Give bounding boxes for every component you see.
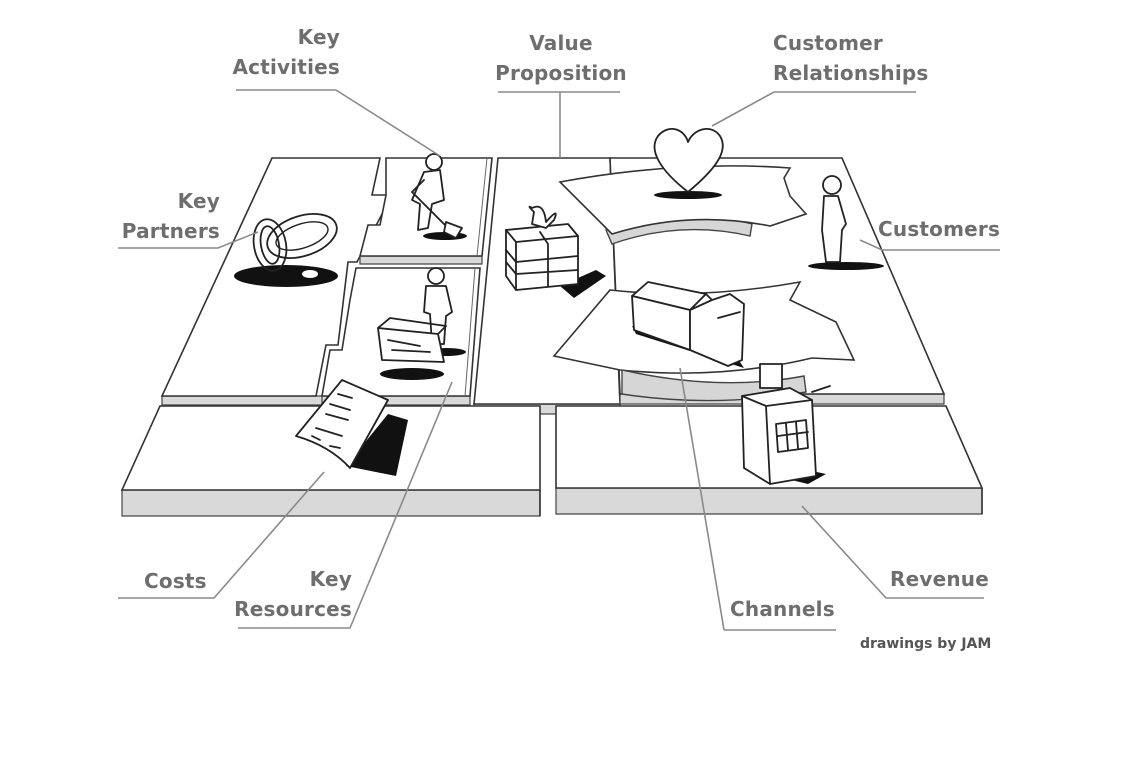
- standing-person-icon: [808, 175, 884, 270]
- gift-box-icon: [505, 205, 606, 298]
- label-revenue: Revenue: [890, 564, 989, 594]
- label-key-activities-line2: Activities: [232, 55, 340, 79]
- linked-rings-icon: [234, 213, 338, 287]
- label-customers: Customers: [878, 214, 1000, 244]
- cash-register-icon: [741, 363, 831, 485]
- label-key-resources-line2: Resources: [234, 597, 352, 621]
- label-costs-line1: Costs: [144, 569, 207, 593]
- label-customer-relationships: Customer Relationships: [773, 28, 929, 88]
- label-key-partners-line1: Key: [177, 189, 220, 213]
- leader-lines: [118, 89, 1000, 631]
- person-with-machine-icon: [377, 267, 466, 380]
- label-channels-line1: Channels: [730, 597, 835, 621]
- invoice-document-icon: [295, 379, 408, 476]
- label-channels: Channels: [730, 594, 835, 624]
- label-key-partners-line2: Partners: [121, 219, 220, 243]
- worker-digging-icon: [411, 153, 467, 240]
- label-customer-relationships-line1: Customer: [773, 31, 883, 55]
- label-costs: Costs: [144, 566, 207, 596]
- label-customers-line1: Customers: [878, 217, 1001, 241]
- delivery-truck-icon: [631, 281, 745, 368]
- label-key-activities-line1: Key: [297, 25, 340, 49]
- label-customer-relationships-line2: Relationships: [773, 61, 929, 85]
- label-value-proposition: Value Proposition: [491, 28, 631, 88]
- label-revenue-line1: Revenue: [890, 567, 990, 591]
- heart-icon: [653, 128, 724, 199]
- label-value-proposition-line1: Value: [529, 31, 593, 55]
- credit-text: drawings by JAM: [860, 636, 992, 652]
- label-value-proposition-line2: Proposition: [495, 61, 627, 85]
- label-key-activities: Key Activities: [200, 22, 340, 82]
- label-key-partners: Key Partners: [100, 186, 220, 246]
- label-key-resources: Key Resources: [220, 564, 352, 624]
- label-key-resources-line1: Key: [309, 567, 352, 591]
